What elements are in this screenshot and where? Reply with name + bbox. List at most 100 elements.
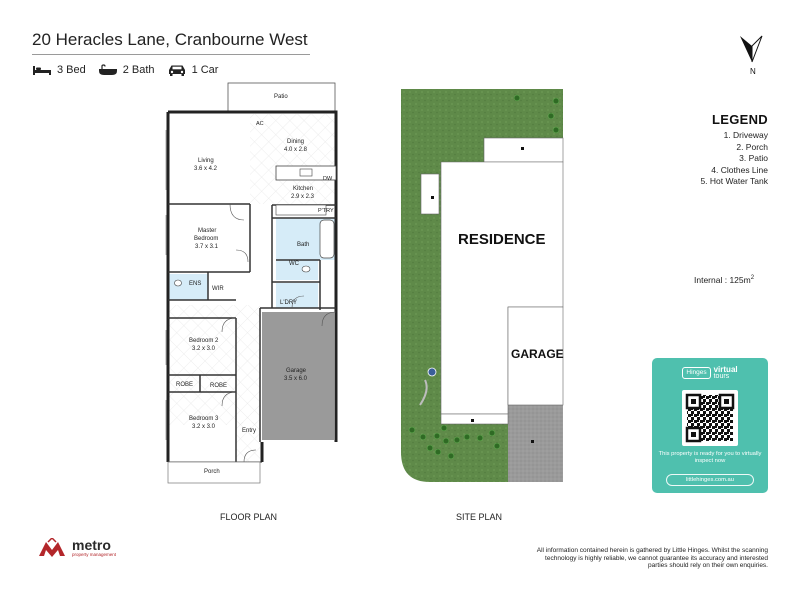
ens-toilet-icon	[174, 279, 182, 287]
site-porch	[440, 413, 509, 425]
porch-area	[167, 461, 261, 484]
site-garage	[507, 306, 564, 406]
label-master-size: 3.7 x 3.1	[195, 244, 219, 250]
property-address: 20 Heracles Lane, Cranbourne West	[32, 30, 308, 49]
site-garage-label: GARAGE	[511, 347, 564, 361]
label-kitchen: Kitchen	[293, 186, 313, 192]
label-master: Master	[198, 228, 216, 234]
legend-item: 2. Porch	[736, 141, 768, 152]
label-garage-size: 3.5 x 6.0	[284, 376, 308, 382]
label-garage: Garage	[286, 368, 307, 374]
label-robe-1: ROBE	[176, 382, 193, 388]
legend-item: 1. Driveway	[723, 130, 768, 140]
label-living-size: 3.6 x 4.2	[194, 166, 218, 172]
internal-area-value: : 125m	[724, 275, 751, 285]
label-robe-2: ROBE	[210, 383, 227, 389]
label-dining: Dining	[287, 139, 304, 145]
label-bath: Bath	[297, 242, 309, 248]
label-dining-size: 4.0 x 2.8	[284, 147, 308, 153]
legend-title: LEGEND	[712, 112, 768, 127]
label-ptry: P'TRY	[318, 208, 334, 214]
car-icon	[168, 65, 185, 76]
legend-item: 4. Clothes Line	[711, 164, 768, 175]
marker-2	[471, 419, 474, 422]
hinges-logo: Hinges	[682, 367, 711, 379]
sink-icon	[299, 168, 313, 177]
label-ac: AC	[256, 121, 264, 127]
virtual-tour-url[interactable]: littlehinges.com.au	[666, 474, 754, 486]
bathtub-icon	[319, 219, 335, 259]
garden-path	[419, 379, 428, 406]
internal-area: Internal : 125m2	[694, 275, 754, 285]
toilet-icon	[301, 265, 311, 273]
virtual-tours-bottom: tours	[713, 373, 730, 380]
metro-logo-sub: property management	[72, 552, 117, 557]
north-arrow-icon: N	[740, 35, 763, 76]
floor-plan-caption: FLOOR PLAN	[220, 512, 277, 522]
site-residence-label: RESIDENCE	[458, 231, 546, 248]
label-entry: Entry	[242, 428, 256, 434]
feature-car-label: 1 Car	[191, 64, 219, 76]
feature-bed-label: 3 Bed	[57, 64, 86, 76]
feature-car: 1 Car	[167, 64, 219, 76]
bed-icon	[33, 66, 51, 75]
internal-area-label: Internal	[694, 275, 723, 285]
label-wc: WC	[289, 261, 300, 267]
label-dw: DW	[323, 176, 333, 182]
metro-logo-text: metro property management	[72, 537, 117, 557]
metro-logo-name: metro	[72, 537, 111, 553]
label-wir: WIR	[212, 286, 224, 292]
feature-bath-label: 2 Bath	[122, 64, 155, 76]
virtual-tour-brand: Hinges virtual tours	[652, 366, 768, 380]
metro-logo: metro property management	[38, 538, 116, 558]
entry-tiles	[236, 422, 260, 462]
qr-code[interactable]	[682, 390, 738, 446]
label-ens: ENS	[189, 281, 201, 287]
shrubs	[408, 94, 560, 460]
qr-code-icon	[685, 393, 735, 443]
driveway-area	[508, 405, 563, 482]
label-master-2: Bedroom	[194, 236, 218, 242]
metro-logo-icon	[39, 538, 65, 557]
feature-bath: 2 Bath	[98, 64, 155, 76]
legend: LEGEND 1. Driveway 2. Porch 3. Patio 4. …	[700, 112, 768, 188]
site-patio	[483, 137, 564, 163]
label-bed3-size: 3.2 x 3.0	[192, 424, 216, 430]
wc-area	[276, 260, 318, 280]
ldry-area	[276, 283, 318, 308]
label-living: Living	[198, 158, 214, 164]
title-divider	[32, 54, 310, 55]
site-plan: RESIDENCE GARAGE	[401, 89, 564, 482]
feature-bed: 3 Bed	[32, 64, 86, 76]
virtual-tour-caption: This property is ready for you to virtua…	[658, 451, 762, 464]
disclaimer: All information contained herein is gath…	[536, 547, 768, 570]
label-kitchen-size: 2.9 x 2.3	[291, 194, 315, 200]
label-bed2: Bedroom 2	[189, 338, 219, 344]
pantry-bench	[275, 204, 327, 216]
feature-row: 3 Bed 2 Bath 1 Car	[32, 62, 230, 78]
floor-plan: Patio AC Dining 4.0 x 2.8 Living 3.6 x 4…	[165, 82, 338, 484]
virtual-tours-text: virtual tours	[713, 365, 738, 381]
internal-area-unit-power: 2	[750, 275, 755, 282]
exterior-walls	[166, 110, 338, 462]
bath-icon	[98, 64, 117, 75]
hall-tiles	[168, 305, 260, 425]
legend-item: 3. Patio	[739, 153, 768, 163]
virtual-tours-top: virtual	[713, 365, 738, 374]
site-plan-caption: SITE PLAN	[456, 512, 502, 522]
interior-walls	[168, 203, 336, 462]
garage-floor	[262, 312, 334, 440]
marker-4	[431, 196, 434, 199]
marker-1	[531, 440, 534, 443]
ens-area	[168, 274, 208, 300]
legend-item: 5. Hot Water Tank	[700, 176, 768, 186]
door-swings	[221, 203, 337, 463]
dining-tiles	[250, 114, 336, 204]
label-ldry: L'DRY	[280, 300, 297, 306]
hot-water-tank-icon	[427, 367, 437, 377]
label-bed2-size: 3.2 x 3.0	[192, 346, 216, 352]
virtual-tour-card[interactable]: Hinges virtual tours This property is re…	[652, 358, 768, 493]
label-patio: Patio	[274, 94, 288, 100]
north-label: N	[750, 67, 756, 76]
